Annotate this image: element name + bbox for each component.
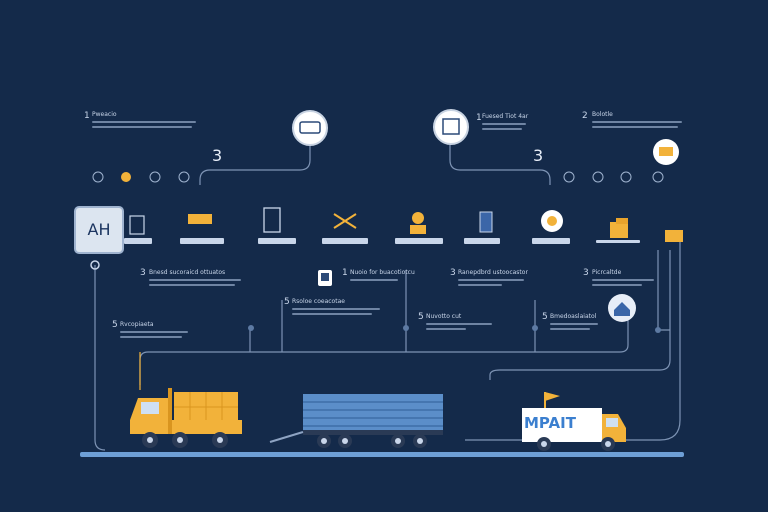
header-right-title: Bolotle bbox=[592, 111, 613, 118]
node-dot bbox=[655, 327, 661, 333]
row-icons bbox=[129, 207, 683, 242]
node-dot bbox=[248, 325, 254, 331]
step-block: Rsoloe coeacotae bbox=[292, 298, 384, 315]
header-left-block: Pweacio bbox=[92, 111, 202, 128]
step-title: Nuvotto cut bbox=[426, 313, 462, 320]
step-title: Bmedoaslaiatol bbox=[550, 313, 597, 320]
phone-icon bbox=[479, 211, 493, 233]
header-mid-block: Fuesed Tiot 4ar bbox=[482, 113, 532, 130]
step-title: Picrcaltde bbox=[592, 269, 622, 276]
step-block: Picrcaltde bbox=[592, 269, 658, 286]
header-right-block: Bolotle bbox=[592, 111, 682, 128]
person-icon bbox=[412, 212, 424, 224]
step-count-left: 3 bbox=[212, 146, 223, 165]
header-mid-num: 1 bbox=[476, 113, 482, 123]
step-num: 5 bbox=[418, 312, 424, 322]
logo-text: AH bbox=[87, 220, 111, 239]
node-dot bbox=[532, 325, 538, 331]
truck-right bbox=[522, 392, 626, 451]
step-block: Bnesd sucoraicd ottuatos bbox=[149, 269, 245, 286]
step-block: Nuoio for buacotiotcu bbox=[350, 269, 415, 281]
truck-left bbox=[130, 388, 242, 448]
trailer-middle bbox=[269, 394, 443, 448]
step-block: Nuvotto cut bbox=[426, 313, 496, 330]
header-right-num: 2 bbox=[582, 111, 588, 121]
top-circle-left bbox=[292, 110, 328, 146]
step-title: Bnesd sucoraicd ottuatos bbox=[149, 269, 226, 276]
node-dot bbox=[90, 260, 100, 270]
box-icon bbox=[610, 222, 628, 238]
logo-box: AH bbox=[76, 208, 122, 252]
step-title: Nuoio for buacotiotcu bbox=[350, 269, 415, 276]
step-block: Bmedoaslaiatol bbox=[550, 313, 602, 330]
step-num: 5 bbox=[284, 297, 290, 307]
header-left-title: Pweacio bbox=[92, 111, 117, 118]
crate-icon bbox=[665, 230, 683, 242]
mini-icon-row bbox=[92, 171, 664, 183]
chart-icon bbox=[129, 215, 145, 235]
node-dot bbox=[403, 325, 409, 331]
ground-line bbox=[80, 452, 684, 457]
step-num: 1 bbox=[342, 268, 348, 278]
step-num: 3 bbox=[583, 268, 589, 278]
step-num: 3 bbox=[450, 268, 456, 278]
header-left-num: 1 bbox=[84, 111, 90, 121]
top-circle-mid bbox=[433, 109, 469, 145]
step-block: Ranepdbrd ustoocastor bbox=[458, 269, 528, 286]
step-title: Rvcopiaeta bbox=[120, 321, 154, 328]
cross-icon bbox=[333, 213, 357, 229]
shelf-platforms bbox=[124, 238, 640, 244]
step-count-right: 3 bbox=[533, 146, 544, 165]
step-title: Rsoloe coeacotae bbox=[292, 298, 345, 305]
board-icon bbox=[188, 214, 212, 224]
document-icon bbox=[263, 207, 281, 233]
step-num: 3 bbox=[140, 268, 146, 278]
step-num: 5 bbox=[112, 320, 118, 330]
header-mid-title: Fuesed Tiot 4ar bbox=[482, 113, 529, 120]
step-num: 5 bbox=[542, 312, 548, 322]
step-title: Ranepdbrd ustoocastor bbox=[458, 269, 528, 276]
truck-label: MPAIT bbox=[524, 414, 576, 432]
step-block: Rvcopiaeta bbox=[120, 321, 192, 338]
